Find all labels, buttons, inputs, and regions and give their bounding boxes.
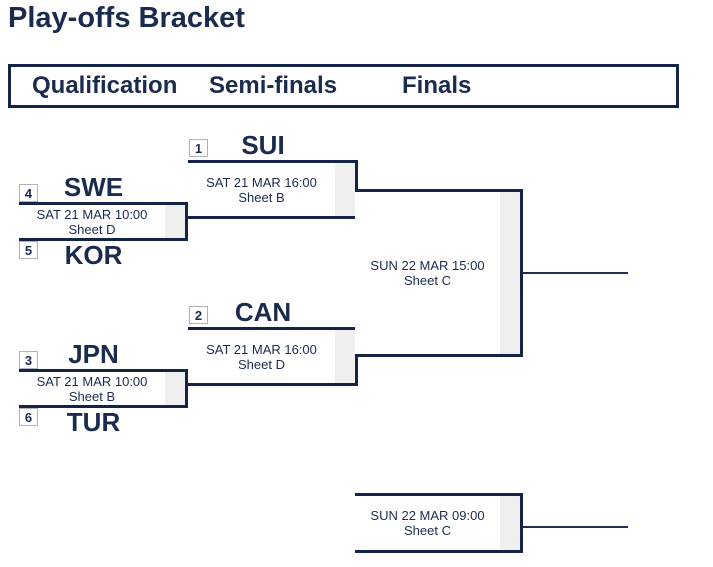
match-sheet: Sheet D	[68, 221, 116, 237]
seed-badge: 2	[189, 306, 208, 324]
semifinal-2-box: SAT 21 MAR 16:00 Sheet D	[188, 327, 358, 386]
semifinal-1-box: SAT 21 MAR 16:00 Sheet B	[188, 160, 358, 219]
match-datetime: SAT 21 MAR 10:00	[36, 206, 148, 222]
match-datetime: SAT 21 MAR 16:00	[206, 174, 317, 190]
team-label-jpn: JPN	[68, 339, 119, 369]
match-sheet: Sheet B	[68, 388, 116, 404]
final-winner-connector-line	[523, 272, 628, 274]
match-sheet: Sheet C	[404, 523, 451, 538]
team-label-swe: SWE	[63, 172, 124, 202]
seed-badge: 3	[19, 351, 38, 369]
match-sheet: Sheet C	[404, 273, 451, 288]
match-info: SUN 22 MAR 09:00 Sheet C	[355, 496, 500, 550]
match-datetime: SUN 22 MAR 15:00	[370, 258, 485, 273]
page-title: Play-offs Bracket	[8, 2, 245, 34]
match-sheet: Sheet B	[238, 189, 285, 205]
seed-badge: 4	[19, 184, 38, 202]
seed-badge: 6	[19, 408, 38, 426]
match-info: SAT 21 MAR 16:00 Sheet D	[188, 330, 335, 383]
third-place-winner-connector-line	[523, 526, 628, 528]
match-info: SUN 22 MAR 15:00 Sheet C	[355, 192, 500, 354]
qualification-match-2-box: SAT 21 MAR 10:00 Sheet B	[19, 369, 188, 408]
third-place-match-box: SUN 22 MAR 09:00 Sheet C	[355, 493, 523, 553]
column-header-qualification: Qualification	[32, 72, 178, 99]
match-info: SAT 21 MAR 10:00 Sheet D	[19, 205, 165, 238]
final-match-box: SUN 22 MAR 15:00 Sheet C	[355, 189, 523, 357]
seed-badge: 5	[19, 241, 38, 259]
match-sheet: Sheet D	[238, 356, 285, 372]
team-label-sui: SUI	[241, 130, 285, 160]
team-label-can: CAN	[234, 297, 292, 327]
column-header-semifinals: Semi-finals	[209, 72, 338, 99]
team-label-tur: TUR	[66, 407, 121, 437]
match-datetime: SUN 22 MAR 09:00	[370, 508, 485, 523]
match-datetime: SAT 21 MAR 16:00	[206, 341, 317, 357]
match-info: SAT 21 MAR 16:00 Sheet B	[188, 163, 335, 216]
column-header-finals: Finals	[402, 72, 472, 99]
match-info: SAT 21 MAR 10:00 Sheet B	[19, 372, 165, 405]
team-label-kor: KOR	[64, 240, 123, 270]
qualification-match-1-box: SAT 21 MAR 10:00 Sheet D	[19, 202, 188, 241]
seed-badge: 1	[189, 139, 208, 157]
match-datetime: SAT 21 MAR 10:00	[36, 373, 148, 389]
column-header-bar: Qualification Semi-finals Finals	[8, 64, 679, 108]
